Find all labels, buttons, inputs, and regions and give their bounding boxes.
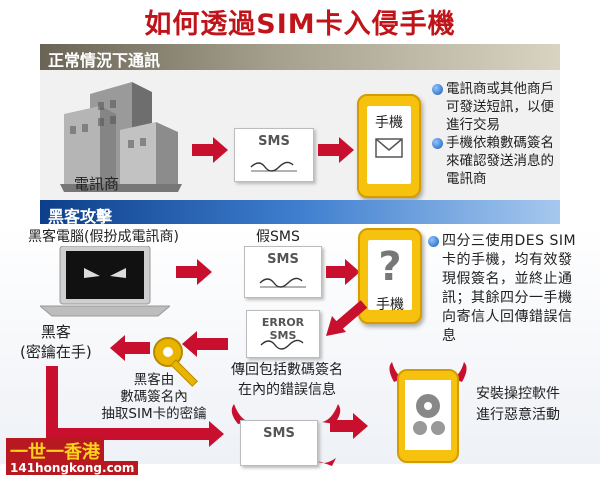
arrow-bottom-sms-to-device (330, 413, 368, 439)
section-normal-header: 正常情況下通訊 (40, 44, 560, 70)
error-sms-text: ERROR SMS (261, 316, 305, 342)
key-icon (153, 337, 198, 387)
install-caption: 安裝操控軟件 進行惡意活動 (476, 384, 560, 426)
arrow-sms-to-phone (318, 137, 354, 163)
bullet-dot-icon (432, 84, 443, 95)
key-caption: 黑客由 數碼簽名內 抽取SIM卡的密鑰 (92, 372, 216, 423)
phone-label: 手機 (376, 297, 404, 313)
diagram-title: 如何透過SIM卡入侵手機 (144, 9, 456, 40)
section-hacker-header: 黑客攻擊 (40, 200, 560, 226)
error-caption: 傳回包括數碼簽名 在內的錯誤信息 (222, 360, 352, 400)
devil-phone-icon (389, 362, 467, 463)
hacker-label: 黑客 (密鑰在手) (20, 322, 92, 362)
key-caption-line: 抽取SIM卡的密鑰 (101, 406, 207, 422)
hacker-computer-label: 黑客電腦(假扮成電訊商) (28, 229, 179, 245)
signature-scribble-icon (259, 277, 306, 288)
error-caption-line: 傳回包括數碼簽名 (231, 362, 343, 378)
install-caption-line: 進行惡意活動 (476, 407, 560, 423)
hacker-label-line: 黑客 (40, 323, 71, 341)
arrow-fake-sms-to-phone (326, 259, 360, 285)
bullet-item: 四分三使用DES SIM卡的手機，均有效發現假簽名，並終止通訊；其餘四分一手機向… (428, 232, 578, 346)
signature-scribble-icon (250, 161, 297, 172)
bullet-item: 電訊商或其他商戶可發送短訊，以便進行交易 (432, 80, 560, 134)
install-caption-line: 安裝操控軟件 (476, 386, 560, 402)
section-hacker-header-text: 黑客攻擊 (48, 207, 113, 226)
arrow-hacker-to-bottom-sms (46, 421, 224, 447)
phone-normal: 手機 (357, 94, 421, 198)
phone-screen (368, 240, 412, 310)
bullet-dot-icon (432, 138, 443, 149)
arrow-phone-to-error-sms (326, 300, 368, 336)
hacker-label-line: (密鑰在手) (20, 343, 92, 361)
fake-sms-text: SMS (267, 252, 299, 267)
hacker-laptop-icon (40, 246, 170, 317)
bottom-sms-envelope: SMS (240, 420, 318, 466)
bullet-item: 手機依賴數碼簽名來確認發送消息的電訊商 (432, 134, 560, 188)
error-caption-line: 在內的錯誤信息 (238, 382, 336, 398)
hacker-bullets: 四分三使用DES SIM卡的手機，均有效發現假簽名，並終止通訊；其餘四分一手機向… (428, 232, 578, 346)
arrow-hacker-down (46, 366, 58, 432)
site-logo-url: 141hongkong.com (6, 461, 139, 475)
phone-attacked: ? 手機 (358, 228, 422, 324)
site-logo-text: 一世一香港 (6, 438, 104, 464)
carrier-building-icon (60, 82, 182, 192)
arrow-carrier-to-sms (192, 137, 228, 163)
carrier-label: 電訊商 (74, 175, 120, 193)
bullet-dot-icon (428, 236, 439, 247)
signature-scribble-icon (260, 339, 304, 350)
error-sms-envelope: ERROR SMS (246, 310, 320, 358)
bottom-sms-text: SMS (263, 426, 295, 441)
sms-envelope: SMS (234, 128, 314, 182)
section-normal-header-text: 正常情況下通訊 (48, 51, 161, 70)
key-caption-line: 數碼簽名內 (120, 389, 188, 405)
phone-label: 手機 (375, 115, 403, 131)
question-mark-icon: ? (378, 244, 402, 290)
key-caption-line: 黑客由 (133, 372, 175, 388)
normal-bullets: 電訊商或其他商戶可發送短訊，以便進行交易 手機依賴數碼簽名來確認發送消息的電訊商 (432, 80, 560, 188)
fake-sms-label: 假SMS (256, 229, 300, 245)
devil-horns-icon (231, 404, 341, 466)
arrow-laptop-to-fake-sms (176, 259, 212, 285)
arrow-key-to-hacker (110, 335, 150, 361)
fake-sms-envelope: SMS (244, 246, 322, 298)
sms-label: SMS (258, 134, 290, 149)
envelope-icon (375, 138, 403, 158)
arrow-error-to-key (182, 331, 228, 357)
